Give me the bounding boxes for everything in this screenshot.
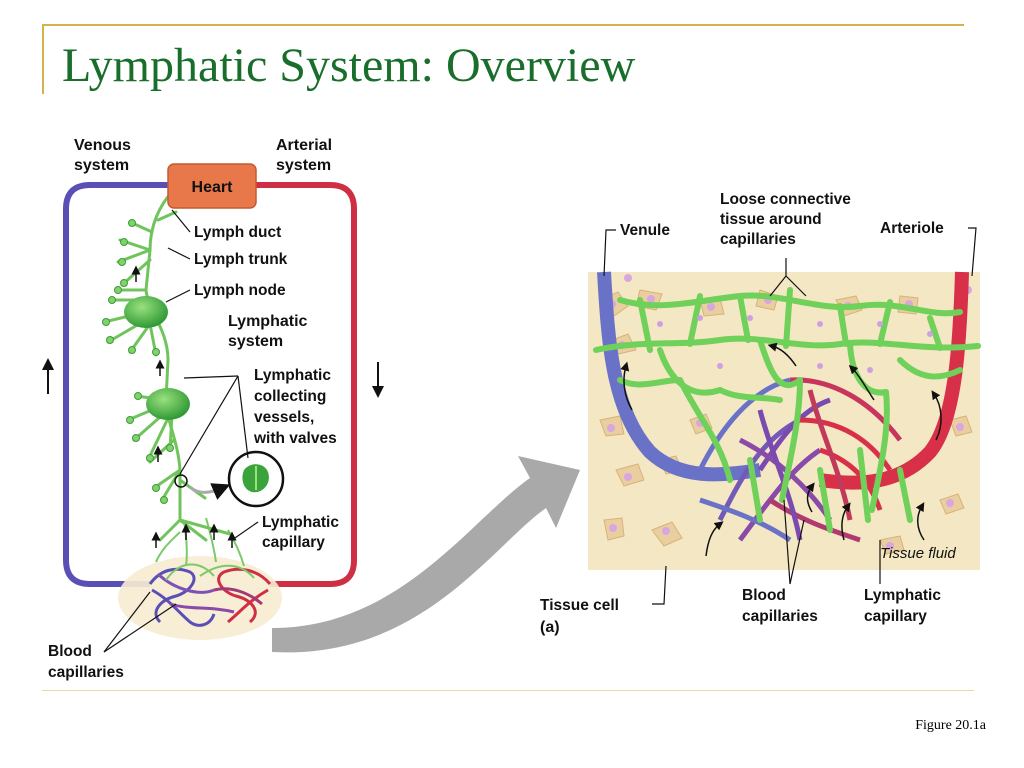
left-lymphatic-capillary-label: Lymphatic capillary bbox=[262, 514, 343, 551]
lymphatic-system-label: Lymphatic system bbox=[228, 313, 312, 350]
slide-title: Lymphatic System: Overview bbox=[62, 39, 636, 92]
tissue-fluid-label: Tissue fluid bbox=[880, 545, 956, 562]
collecting-vessels-label: Lymphatic collecting vessels, with valve… bbox=[253, 367, 337, 447]
lymph-duct-label: Lymph duct bbox=[194, 224, 281, 241]
venule-vessel bbox=[597, 271, 762, 482]
figure-reference: Figure 20.1a bbox=[915, 718, 986, 733]
lymphatic-tree bbox=[102, 190, 232, 542]
heart-label: Heart bbox=[192, 179, 234, 196]
venous-system-label: Venous system bbox=[74, 137, 135, 174]
arterial-vessel bbox=[250, 182, 357, 587]
venous-vessel bbox=[63, 182, 170, 587]
right-flow-arrows bbox=[620, 342, 942, 557]
lymph-node-upper bbox=[124, 296, 168, 328]
lymph-flow-arrows bbox=[131, 265, 237, 548]
left-leader-lines bbox=[103, 209, 259, 653]
tissue-cell-label: Tissue cell bbox=[540, 597, 619, 614]
right-lymph-nuclei bbox=[657, 315, 933, 373]
arteriole-vessel bbox=[818, 271, 969, 490]
left-capillary-bed bbox=[148, 517, 272, 627]
tissue-background bbox=[588, 272, 980, 570]
arteriole-label: Arteriole bbox=[880, 220, 944, 237]
arterial-system-label: Arterial system bbox=[276, 137, 336, 174]
zoom-connector-arrow bbox=[272, 456, 580, 653]
lymph-node-lower bbox=[146, 388, 190, 420]
lymph-trunk-label: Lymph trunk bbox=[194, 251, 288, 268]
right-lymphatic-network bbox=[593, 287, 981, 533]
frame-left-rule bbox=[42, 24, 44, 94]
right-blood-capillaries-label: Blood capillaries bbox=[742, 587, 818, 625]
loose-connective-label: Loose connective tissue around capillari… bbox=[720, 191, 855, 248]
footer-rule bbox=[42, 690, 974, 691]
heart-box bbox=[167, 163, 257, 209]
lymph-vessel-beads bbox=[102, 219, 174, 504]
panel-letter: (a) bbox=[540, 619, 560, 636]
frame-top-rule bbox=[42, 24, 964, 26]
venule-label: Venule bbox=[620, 222, 670, 239]
right-blood-capillaries bbox=[697, 377, 902, 543]
left-blood-capillaries-label: Blood capillaries bbox=[48, 643, 124, 681]
right-leader-lines bbox=[603, 227, 977, 605]
right-lymphatic-capillary-label: Lymphatic capillary bbox=[864, 587, 945, 625]
lymph-node-label: Lymph node bbox=[194, 282, 286, 299]
valve-locator bbox=[174, 474, 188, 488]
circulation-direction-arrows bbox=[42, 358, 384, 398]
